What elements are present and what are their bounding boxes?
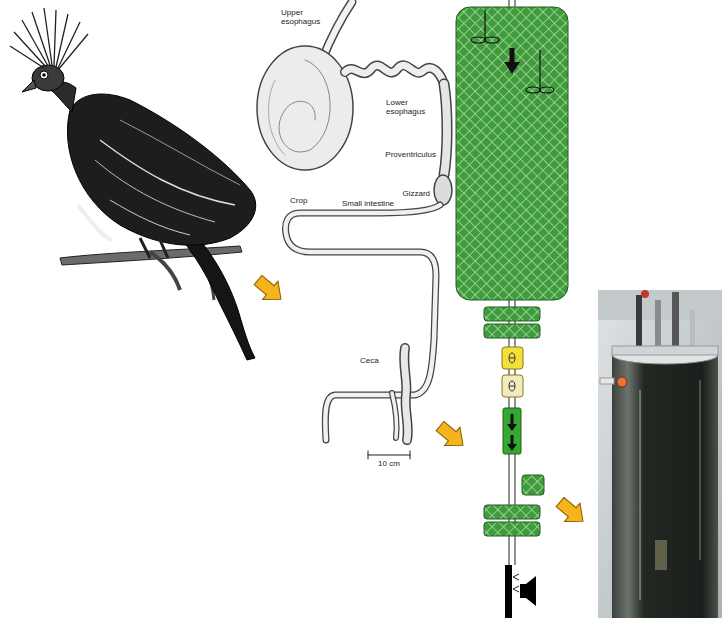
part-label: Small intestine [342, 199, 394, 208]
digestive-tract-drawing [257, 2, 452, 459]
reactor-schematic [456, 0, 568, 618]
bioreactor-photo [598, 290, 722, 618]
part-label: Gizzard [402, 189, 430, 198]
part-label: Upper esophagus [281, 8, 323, 26]
part-label: Lower esophagus [386, 98, 430, 116]
part-label: Crop [290, 196, 307, 205]
part-label: Ceca [360, 356, 379, 365]
part-label: Proventriculus [385, 150, 436, 159]
part-label: 10 cm [378, 459, 400, 468]
yellow-arrow [250, 271, 590, 531]
bird-illustration [10, 8, 256, 360]
